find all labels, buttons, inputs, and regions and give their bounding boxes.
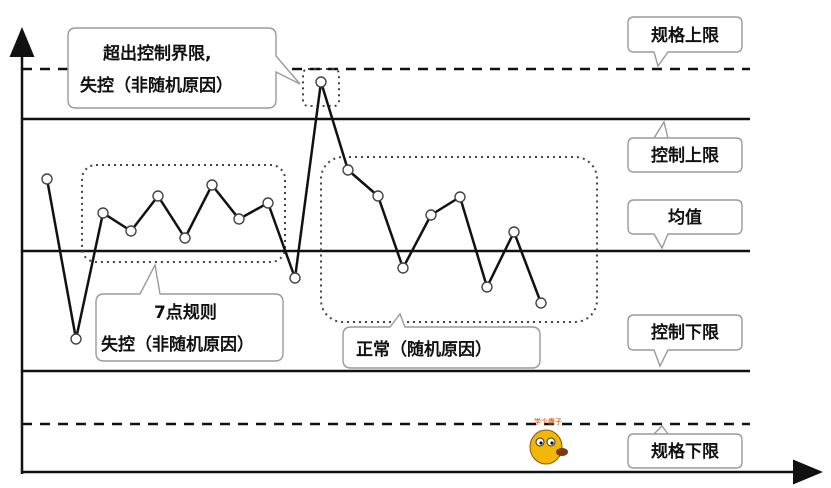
- seven-point-text-2: 失控（非随机原因）: [101, 334, 254, 355]
- seven-point-text-1: 7点规则: [154, 302, 217, 323]
- data-point: [372, 190, 384, 202]
- data-point: [481, 281, 493, 293]
- ucl-label: 控制上限: [651, 145, 719, 166]
- out-of-limit-callout: 超出控制界限, 失控（非随机原因）: [67, 27, 301, 109]
- data-point: [425, 209, 437, 221]
- data-point: [152, 190, 164, 202]
- usl-label: 规格上限: [651, 25, 719, 46]
- lsl-label-box: 规格下限: [627, 424, 743, 469]
- mascot-hand: [556, 448, 568, 456]
- mascot-pupil-right: [550, 441, 554, 445]
- data-point: [454, 191, 466, 203]
- data-point: [41, 173, 53, 185]
- mascot-pupil-left: [539, 441, 543, 445]
- data-point: [70, 333, 82, 345]
- data-point: [206, 179, 218, 191]
- usl-label-box: 规格上限: [627, 16, 743, 68]
- mean-label-box: 均值: [627, 199, 743, 250]
- normal-text: 正常（随机原因）: [356, 339, 492, 360]
- mean-label: 均值: [668, 207, 702, 228]
- data-point: [125, 225, 137, 237]
- lcl-label-box: 控制下限: [627, 314, 743, 368]
- data-point: [342, 164, 354, 176]
- mascot-sticker: 学个囊子: [529, 417, 568, 465]
- seven-point-callout: 7点规则 失控（非随机原因）: [95, 262, 284, 362]
- out-of-limit-text-2: 失控（非随机原因）: [80, 75, 233, 96]
- mascot-body: [529, 429, 563, 465]
- process-data-points: [41, 76, 547, 345]
- out-of-limit-region: [302, 68, 340, 107]
- data-point: [535, 297, 547, 309]
- data-point: [97, 207, 109, 219]
- data-point: [233, 213, 245, 225]
- data-point: [508, 226, 520, 238]
- normal-callout: 正常（随机原因）: [342, 312, 541, 369]
- data-point: [397, 262, 409, 274]
- ucl-label-box: 控制上限: [627, 120, 743, 173]
- mascot-caption: 学个囊子: [534, 417, 562, 426]
- data-point: [315, 76, 327, 88]
- seven-point-region: [81, 164, 286, 263]
- data-point: [179, 232, 191, 244]
- data-point: [262, 197, 274, 209]
- data-point: [289, 272, 301, 284]
- lcl-label: 控制下限: [651, 322, 719, 343]
- out-of-limit-text-1: 超出控制界限,: [103, 43, 211, 64]
- normal-region: [320, 156, 598, 323]
- lsl-label: 规格下限: [651, 441, 719, 462]
